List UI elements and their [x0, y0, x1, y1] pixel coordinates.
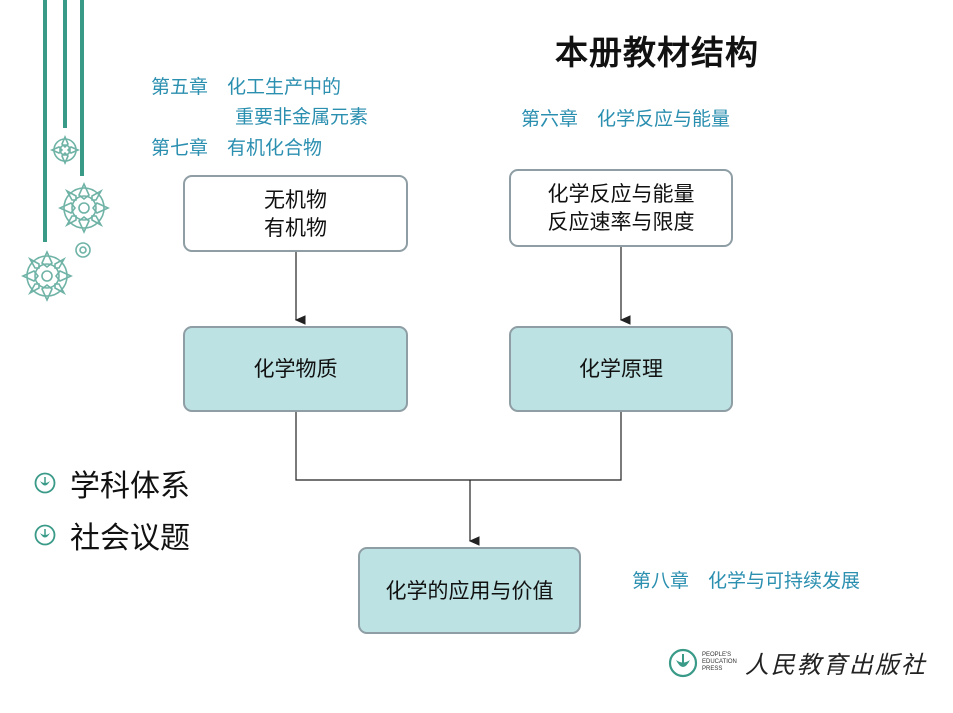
chapter-note-6: 第六章 化学反应与能量	[521, 108, 731, 130]
box-label: 化学物质	[253, 357, 338, 381]
chapter-note-7: 第七章 有机化合物	[151, 137, 323, 159]
box-label: 化学的应用与价值	[385, 578, 554, 603]
box-chemical-substances: 化学物质	[183, 326, 408, 412]
publisher-small-line: PRESS	[702, 666, 723, 672]
box-line: 无机物	[264, 187, 327, 212]
decorative-ornament	[21, 0, 110, 302]
box-label: 化学原理	[579, 357, 663, 381]
bullet-item: 学科体系	[34, 461, 190, 505]
merge-line	[295, 411, 622, 481]
box-chemical-principles: 化学原理	[509, 326, 733, 412]
box-line: 化学反应与能量	[547, 182, 695, 206]
publisher-name: 人民教育出版社	[744, 651, 927, 679]
publisher-small-line: PEOPLE'S	[702, 652, 732, 658]
box-line: 反应速率与限度	[547, 210, 695, 234]
chapter-note-5-line1: 第五章 化工生产中的	[151, 76, 342, 98]
bullet-text: 学科体系	[70, 469, 190, 504]
bullet-item: 社会议题	[34, 513, 190, 557]
leaf-bullet-icon	[34, 472, 56, 494]
publisher-small-line: EDUCATION	[702, 659, 737, 665]
box-line: 有机物	[264, 215, 327, 240]
box-reaction-energy-rate: 化学反应与能量 反应速率与限度	[509, 169, 733, 247]
bullet-text: 社会议题	[70, 521, 190, 556]
page-title: 本册教材结构	[555, 33, 759, 72]
box-applications-value: 化学的应用与价值	[358, 547, 581, 634]
publisher-emblem-icon	[668, 648, 698, 677]
bullet-list: 学科体系 社会议题	[34, 461, 190, 557]
box-inorganic-organic: 无机物 有机物	[183, 175, 408, 252]
chapter-note-5-line2: 重要非金属元素	[235, 106, 369, 128]
publisher-logo: PEOPLE'S EDUCATION PRESS 人民教育出版社	[668, 645, 927, 680]
leaf-bullet-icon	[34, 524, 56, 546]
chapter-note-8: 第八章 化学与可持续发展	[632, 570, 861, 592]
publisher-english-name: PEOPLE'S EDUCATION PRESS	[702, 652, 737, 673]
